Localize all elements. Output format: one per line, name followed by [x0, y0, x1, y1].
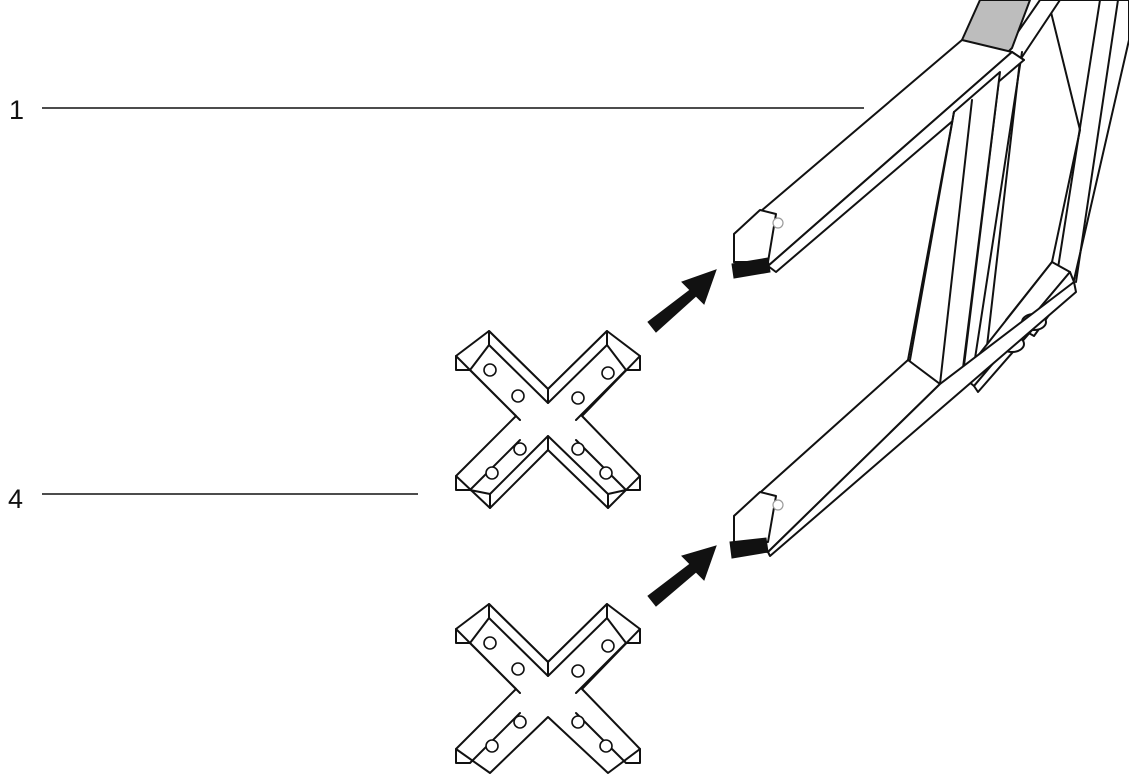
screw-hole-icon — [485, 466, 499, 480]
lower-side-rail — [733, 281, 1077, 557]
screw-hole-icon — [511, 389, 525, 403]
screw-hole-icon — [513, 715, 527, 729]
lower-leg-tip — [729, 491, 784, 559]
screw-hole-icon — [599, 739, 613, 753]
screw-hole-icon — [599, 466, 613, 480]
screw-hole-icon — [601, 639, 615, 653]
screw-hole-icon — [601, 366, 615, 380]
screw-hole-icon — [511, 662, 525, 676]
cross-foot-pad-icon — [455, 330, 641, 509]
screw-hole-icon — [483, 363, 497, 377]
upper-leg-cap — [731, 257, 771, 279]
callout-number-1: 1 — [9, 95, 25, 125]
cross-foot-pad-icon — [455, 603, 641, 774]
front-post — [907, 71, 1001, 387]
screw-hole-icon — [571, 442, 585, 456]
arrow-up-right-icon — [647, 269, 717, 333]
upper-leg-tip — [731, 209, 784, 279]
screw-hole-icon — [485, 739, 499, 753]
screw-hole-icon — [571, 715, 585, 729]
screw-hole-icon — [483, 636, 497, 650]
chair-leg-frame — [729, 0, 1129, 559]
lower-leg-cap — [729, 537, 769, 559]
screw-hole-icon — [571, 391, 585, 405]
callout-number-4: 4 — [8, 484, 24, 514]
arrow-up-right-icon — [647, 545, 717, 607]
screw-hole-icon — [571, 664, 585, 678]
screw-hole-icon — [513, 442, 527, 456]
